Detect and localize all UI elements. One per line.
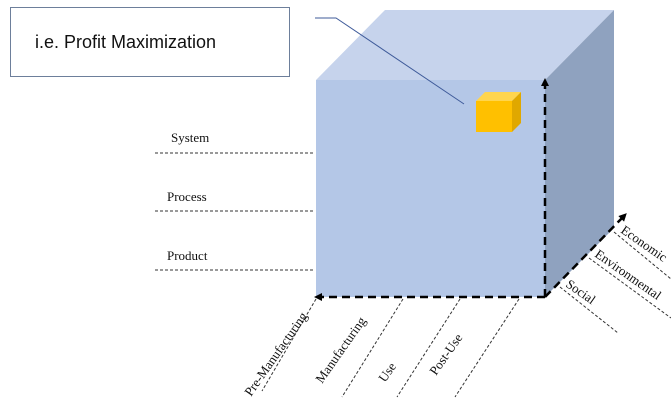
post-use-guide-line	[454, 298, 520, 398]
label-product: Product	[167, 248, 208, 263]
callout-box: i.e. Profit Maximization	[10, 7, 290, 77]
highlight-cube	[476, 92, 521, 132]
social-guide-line	[559, 286, 619, 334]
depth-axis-arrow	[544, 213, 627, 298]
cube-top-face	[316, 10, 614, 80]
label-post-use: Post-Use	[426, 330, 465, 377]
label-social: Social	[563, 276, 599, 307]
label-pre-manufacturing: Pre-Manufacturing	[241, 309, 310, 399]
callout-leader-line	[315, 17, 465, 105]
label-use: Use	[375, 359, 399, 384]
label-process: Process	[167, 189, 207, 204]
label-economic: Economic	[618, 222, 670, 265]
cube-side-face	[545, 10, 614, 297]
label-system: System	[171, 130, 209, 145]
economic-guide-line	[613, 231, 671, 280]
environmental-guide-line	[588, 257, 671, 319]
callout-text: i.e. Profit Maximization	[35, 31, 217, 52]
use-guide-line	[396, 298, 461, 398]
label-manufacturing: Manufacturing	[312, 313, 369, 385]
manufacturing-guide-line	[341, 298, 404, 398]
pre-manufacturing-guide-line	[261, 298, 317, 392]
